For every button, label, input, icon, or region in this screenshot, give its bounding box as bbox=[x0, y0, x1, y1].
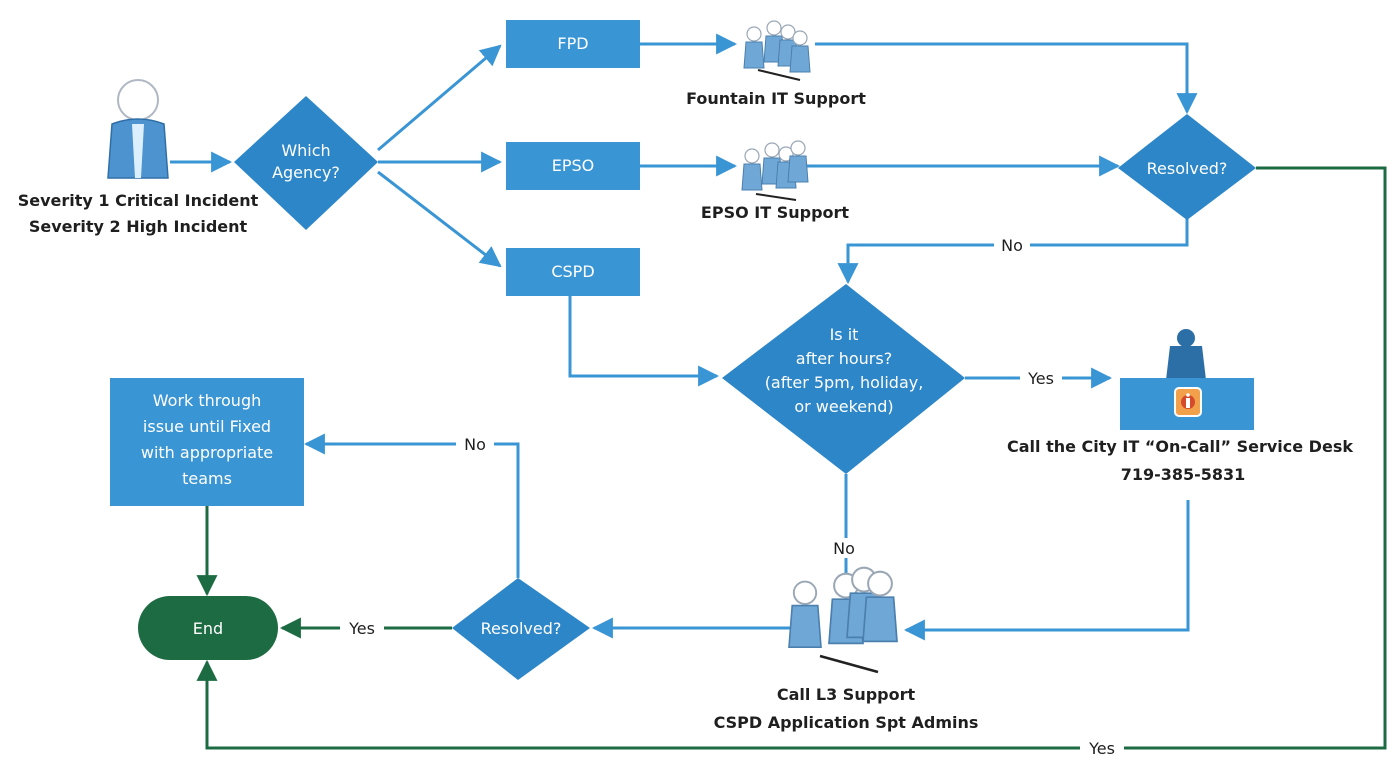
edge-label-no-bottom: No bbox=[464, 435, 486, 454]
resolved-bottom-label: Resolved? bbox=[481, 619, 562, 638]
fountain-support: Fountain IT Support bbox=[686, 20, 866, 108]
edge-desk-to-l3 bbox=[903, 500, 1190, 641]
agency-decision: Which Agency? bbox=[234, 96, 378, 230]
edge-fountain-to-resolved bbox=[815, 42, 1198, 115]
start-node: Severity 1 Critical Incident Severity 2 … bbox=[18, 79, 259, 236]
agency-box-fpd: FPD bbox=[506, 20, 640, 68]
after-hours-line2: after hours? bbox=[796, 349, 892, 368]
team-icon bbox=[788, 566, 899, 674]
work-box-line1: Work through bbox=[153, 391, 261, 410]
after-hours-decision: Is it after hours? (after 5pm, holiday, … bbox=[722, 284, 965, 474]
work-through-box: Work through issue until Fixed with appr… bbox=[110, 378, 304, 506]
green-connectors bbox=[196, 166, 1387, 750]
work-box-line4: teams bbox=[182, 469, 232, 488]
after-hours-line3: (after 5pm, holiday, bbox=[765, 373, 924, 392]
epso-support: EPSO IT Support bbox=[701, 140, 849, 222]
end-label: End bbox=[193, 619, 223, 638]
agency-box-cspd-label: CSPD bbox=[551, 262, 594, 281]
agency-box-epso-label: EPSO bbox=[552, 156, 595, 175]
edge-agency-to-fpd bbox=[377, 44, 502, 152]
edge-cspd-to-afterhours bbox=[568, 280, 720, 387]
agency-box-fpd-label: FPD bbox=[557, 34, 588, 53]
l3-support: Call L3 Support CSPD Application Spt Adm… bbox=[714, 566, 979, 732]
work-box-line2: issue until Fixed bbox=[143, 417, 271, 436]
edge-agency-to-cspd bbox=[377, 170, 502, 268]
agency-decision-line2: Agency? bbox=[272, 163, 340, 182]
resolved-decision-bottom: Resolved? bbox=[452, 578, 590, 680]
resolved-decision-top: Resolved? bbox=[1118, 114, 1256, 220]
team-icon bbox=[741, 140, 809, 201]
service-desk-line2: 719-385-5831 bbox=[1121, 465, 1246, 484]
after-hours-line4: or weekend) bbox=[794, 397, 893, 416]
agency-box-cspd: CSPD bbox=[506, 248, 640, 296]
service-desk-line1: Call the City IT “On-Call” Service Desk bbox=[1007, 437, 1353, 456]
end-node: End bbox=[138, 596, 278, 660]
agency-decision-line1: Which bbox=[281, 141, 330, 160]
start-label-line1: Severity 1 Critical Incident bbox=[18, 191, 259, 210]
start-label-line2: Severity 2 High Incident bbox=[29, 217, 248, 236]
edge-label-no-after-hours: No bbox=[833, 539, 855, 558]
edge-label-yes-bottom: Yes bbox=[348, 619, 375, 638]
resolved-top-label: Resolved? bbox=[1147, 159, 1228, 178]
service-desk-icon bbox=[1120, 329, 1254, 430]
epso-support-label: EPSO IT Support bbox=[701, 203, 849, 222]
agency-box-epso: EPSO bbox=[506, 142, 640, 190]
edge-labels: No Yes No No Yes Yes bbox=[340, 236, 1124, 758]
team-icon bbox=[743, 20, 811, 81]
edge-label-yes-return: Yes bbox=[1088, 739, 1115, 758]
fountain-support-label: Fountain IT Support bbox=[686, 89, 866, 108]
edge-resolved-yes-return bbox=[196, 166, 1387, 750]
edge-resolved-no-to-work bbox=[303, 433, 520, 578]
person-icon bbox=[107, 79, 169, 179]
edge-label-yes-after-hours: Yes bbox=[1027, 369, 1054, 388]
service-desk: Call the City IT “On-Call” Service Desk … bbox=[1007, 329, 1353, 484]
edge-label-no-top: No bbox=[1001, 236, 1023, 255]
l3-support-line1: Call L3 Support bbox=[777, 685, 916, 704]
work-box-line3: with appropriate bbox=[141, 443, 273, 462]
after-hours-line1: Is it bbox=[830, 325, 859, 344]
l3-support-line2: CSPD Application Spt Admins bbox=[714, 713, 979, 732]
